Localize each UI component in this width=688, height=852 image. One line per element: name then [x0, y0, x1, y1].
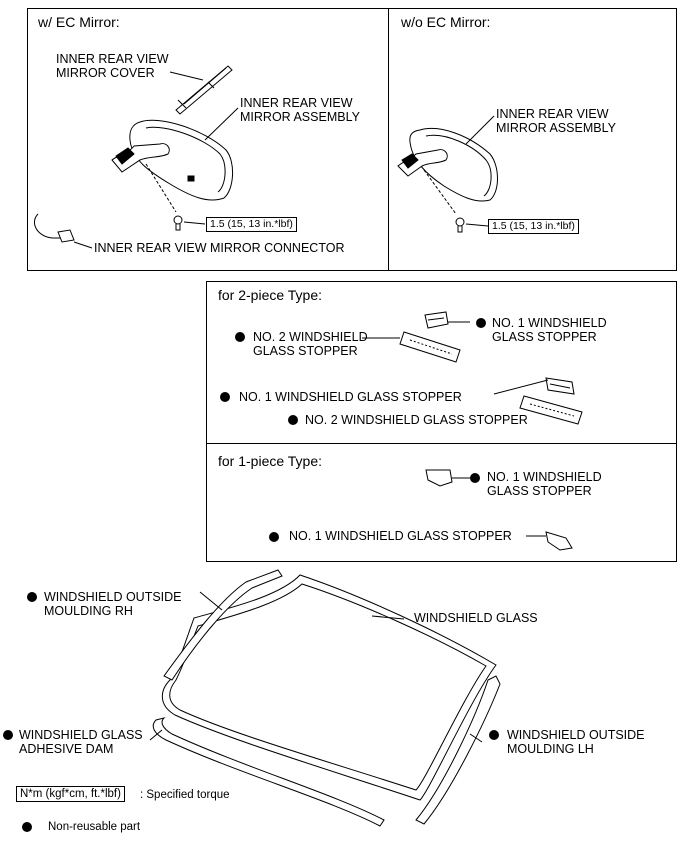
legend-nonreusable-label: Non-reusable part [48, 821, 141, 833]
nonreusable-marker [235, 332, 245, 342]
two-piece-no2-label-2: GLASS STOPPER [253, 344, 358, 358]
two-piece-no2-single: NO. 2 WINDSHIELD GLASS STOPPER [305, 413, 528, 427]
legend-torque-box: N*m (kgf*cm, ft.*lbf) [16, 786, 125, 802]
connector-label: INNER REAR VIEW MIRROR CONNECTOR [94, 241, 345, 255]
nonreusable-marker [3, 730, 13, 740]
legend-nonreusable-dot [22, 822, 32, 832]
assembly-no-ec-label-2: MIRROR ASSEMBLY [496, 121, 616, 135]
nonreusable-marker [220, 392, 230, 402]
one-piece-title: for 1-piece Type: [218, 453, 323, 469]
nonreusable-marker [476, 318, 486, 328]
two-piece-no1-label-2: GLASS STOPPER [492, 330, 597, 344]
nonreusable-marker [269, 532, 279, 542]
two-piece-no2-label-1: NO. 2 WINDSHIELD [253, 330, 368, 344]
cover-label-1: INNER REAR VIEW [56, 52, 169, 66]
assembly-label-2: MIRROR ASSEMBLY [240, 110, 360, 124]
two-piece-no1-label-1: NO. 1 WINDSHIELD [492, 316, 607, 330]
mirror-assembly-no-ec [397, 128, 498, 202]
mirror-assembly-ec [111, 119, 233, 201]
panel-no-ec-title: w/o EC Mirror: [401, 14, 491, 30]
windshield-glass-art [161, 574, 497, 801]
adhesive-dam-label-1: WINDSHIELD GLASS [19, 728, 143, 742]
panel-no-ec-mirror [388, 8, 677, 271]
cover-label-2: MIRROR COVER [56, 66, 155, 80]
legend-torque-desc: : Specified torque [140, 789, 230, 801]
nonreusable-marker [27, 592, 37, 602]
panel-stoppers [206, 281, 677, 562]
panel-divider [206, 443, 677, 444]
adhesive-dam-label-2: ADHESIVE DAM [19, 742, 114, 756]
torque-value-ec: 1.5 (15, 13 in.*lbf) [206, 217, 297, 232]
two-piece-title: for 2-piece Type: [218, 287, 323, 303]
panel-ec-title: w/ EC Mirror: [38, 14, 120, 30]
mirror-cover-part [175, 65, 233, 115]
one-piece-no1-label-1: NO. 1 WINDSHIELD [487, 470, 602, 484]
nonreusable-marker [288, 415, 298, 425]
two-piece-no1-single: NO. 1 WINDSHIELD GLASS STOPPER [239, 390, 462, 404]
assembly-label-1: INNER REAR VIEW [240, 96, 353, 110]
moulding-lh-label-1: WINDSHIELD OUTSIDE [507, 728, 645, 742]
one-piece-no1-single: NO. 1 WINDSHIELD GLASS STOPPER [289, 529, 512, 543]
moulding-lh-label-2: MOULDING LH [507, 742, 594, 756]
nonreusable-marker [489, 730, 499, 740]
torque-value-no-ec: 1.5 (15, 13 in.*lbf) [488, 219, 579, 234]
one-piece-no1-label-2: GLASS STOPPER [487, 484, 592, 498]
nonreusable-marker [470, 473, 480, 483]
assembly-no-ec-label-1: INNER REAR VIEW [496, 107, 609, 121]
moulding-rh-label-2: MOULDING RH [44, 604, 133, 618]
moulding-rh-label-1: WINDSHIELD OUTSIDE [44, 590, 182, 604]
windshield-glass-label: WINDSHIELD GLASS [414, 611, 538, 625]
